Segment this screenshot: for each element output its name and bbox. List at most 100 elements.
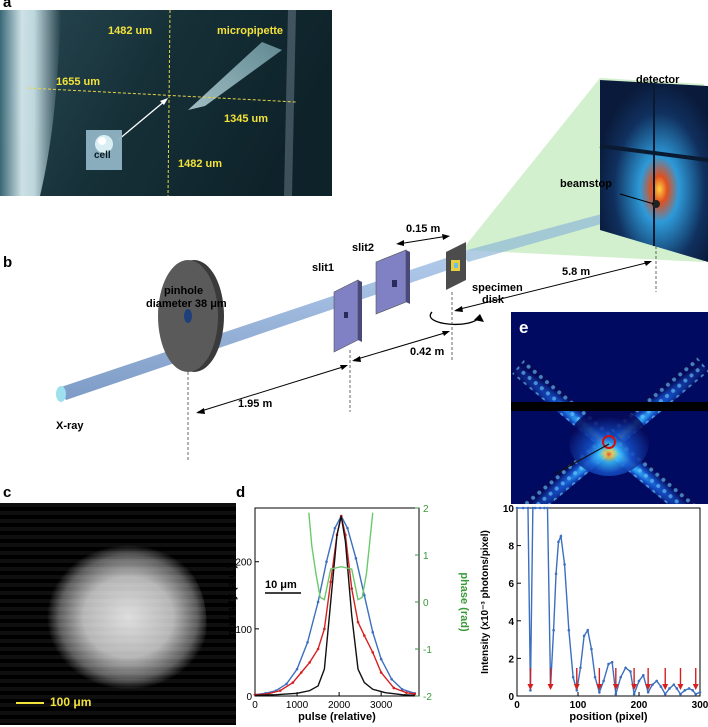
- y-tick-label: 8: [508, 542, 514, 553]
- series-point: [552, 628, 555, 632]
- series-point-1: [392, 686, 396, 690]
- series-point-0: [285, 682, 288, 686]
- y-axis-label: Intensity (x10⁻³ photons/pixel): [480, 530, 491, 674]
- minimum-arrow-head: [631, 684, 638, 690]
- label-top-dim: 1482 um: [108, 25, 153, 37]
- series-point-0: [371, 630, 375, 634]
- series-point-1: [316, 647, 320, 651]
- y2-tick-label: 1: [423, 551, 429, 562]
- label-dist-042: 0.42 m: [410, 346, 445, 358]
- series-point: [559, 534, 563, 538]
- label-disk: disk: [482, 294, 505, 306]
- series-line: [517, 507, 701, 697]
- series-point: [675, 687, 679, 690]
- series-point: [672, 683, 676, 687]
- series-point: [567, 628, 571, 632]
- y-tick-label: 10: [503, 504, 515, 515]
- panel-e-letter: e: [519, 318, 529, 337]
- series-point: [637, 679, 641, 683]
- panel-d-letter: d: [236, 484, 246, 501]
- series-point-1: [329, 580, 332, 584]
- y2-tick-label: -1: [423, 645, 432, 656]
- series-point: [655, 679, 658, 683]
- series-point: [683, 689, 687, 692]
- x-tick-label: 1000: [286, 700, 309, 711]
- x-tick-label: 0: [252, 700, 258, 711]
- y2-axis-label: phase (rad): [458, 572, 470, 632]
- series-point: [571, 675, 575, 679]
- label-right-dim: 1345 um: [224, 113, 269, 125]
- x-tick-label: 3000: [370, 700, 393, 711]
- series-point-0: [316, 600, 320, 604]
- label-pinhole-diameter: diameter 38 μm: [146, 298, 227, 310]
- series-point: [590, 647, 593, 651]
- scalebar-c: 100 μm: [50, 695, 92, 709]
- series-point: [602, 679, 605, 683]
- y-axis-label: Intensity (a.u.): [226, 564, 238, 639]
- series-line-2: [254, 515, 415, 697]
- series-point: [646, 690, 650, 694]
- y-tick-label: 4: [508, 617, 514, 628]
- series-point-0: [306, 640, 309, 644]
- panel-a-letter: a: [3, 0, 12, 11]
- series-point: [659, 685, 663, 688]
- label-cell: cell: [94, 150, 111, 161]
- series-point-0: [295, 667, 299, 671]
- minimum-arrow-head: [573, 684, 580, 690]
- series-point: [668, 687, 671, 690]
- y-tick-label: 200: [235, 558, 252, 569]
- series-point: [563, 563, 566, 566]
- series-point: [641, 674, 645, 677]
- panel-b-letter: b: [3, 254, 13, 271]
- series-point: [629, 670, 632, 673]
- series-point-1: [356, 620, 360, 624]
- y-tick-label: 0: [246, 692, 252, 703]
- label-dist-195: 1.95 m: [238, 398, 273, 410]
- series-point: [554, 572, 558, 576]
- label-dist-015: 0.15 m: [406, 223, 441, 235]
- minimum-arrow-head: [612, 684, 619, 690]
- series-point: [619, 675, 622, 679]
- series-point-0: [333, 526, 337, 530]
- panel-a-microscope-image: [0, 10, 332, 196]
- label-pinhole: pinhole: [164, 285, 204, 297]
- series-point-1: [308, 661, 311, 664]
- label-left-dim: 1655 um: [56, 76, 101, 88]
- series-point-1: [291, 681, 295, 684]
- series-point: [698, 690, 702, 694]
- series-point: [624, 666, 627, 670]
- series-point: [607, 662, 610, 666]
- series-point: [515, 506, 519, 510]
- series-point: [614, 692, 618, 696]
- scalebar-label: 10 μm: [265, 579, 297, 591]
- x-axis-label: position (pixel): [569, 711, 648, 723]
- series-point-0: [354, 557, 358, 560]
- panel-b-setup-diagram: [56, 78, 708, 462]
- label-beamstop: beamstop: [560, 178, 612, 190]
- minimum-arrow-head: [692, 684, 699, 690]
- minimum-arrow-head: [596, 684, 603, 690]
- series-point: [546, 506, 549, 510]
- minimum-arrow-head: [645, 684, 652, 690]
- series-point: [526, 506, 530, 510]
- label-specimen: specimen: [472, 282, 523, 294]
- series-point: [610, 660, 614, 664]
- label-detector: detector: [636, 74, 680, 86]
- minimum-arrow-head: [662, 684, 669, 690]
- label-micropipette: micropipette: [217, 25, 284, 37]
- series-point: [687, 687, 691, 690]
- y-tick-label: 0: [508, 692, 514, 703]
- x-tick-label: 200: [631, 700, 648, 711]
- series-point-1: [379, 671, 383, 674]
- series-point-0: [390, 677, 393, 681]
- series-point: [679, 692, 682, 696]
- y-tick-label: 2: [508, 654, 514, 665]
- series-point: [575, 689, 579, 692]
- series-point-1: [371, 651, 375, 654]
- series-point: [586, 628, 590, 632]
- y2-tick-label: -2: [423, 692, 432, 703]
- series-point-1: [405, 691, 408, 694]
- series-point-1: [299, 671, 303, 674]
